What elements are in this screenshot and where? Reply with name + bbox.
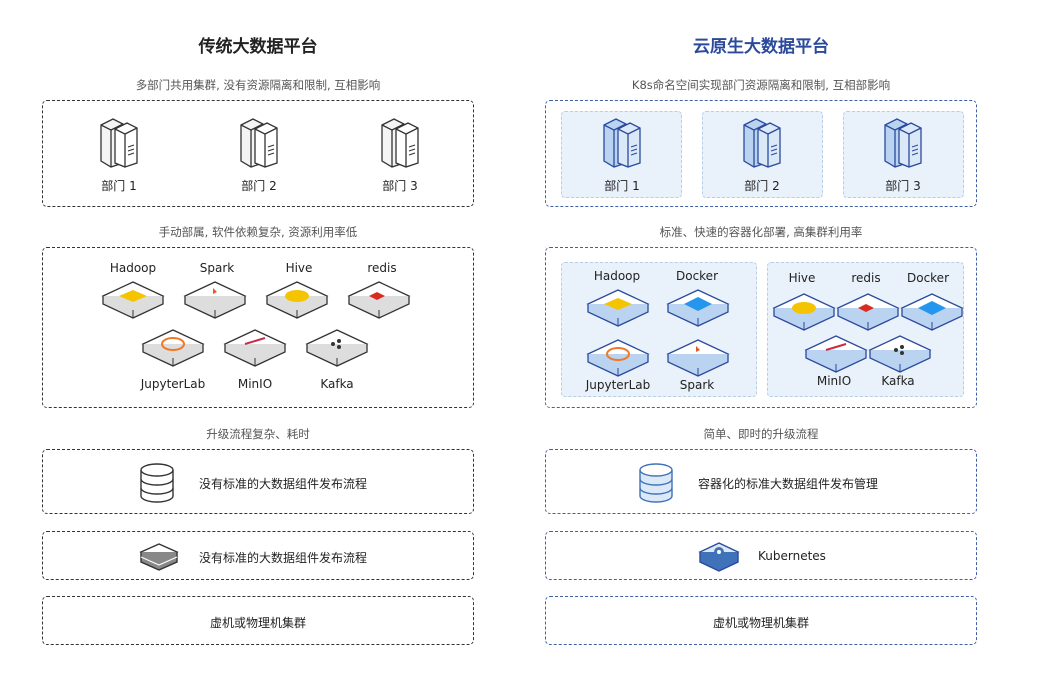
software-tile-icon bbox=[223, 329, 287, 367]
left-layer-cluster-text: 虚机或物理机集群 bbox=[209, 616, 306, 630]
database-icon bbox=[140, 463, 174, 503]
right-caption-deploy: 标准、快速的容器化部署, 高集群利用率 bbox=[659, 225, 863, 239]
right-layer-kubernetes: Kubernetes bbox=[545, 531, 977, 580]
left-caption-deploy: 手动部属, 软件依赖复杂, 资源利用率低 bbox=[158, 225, 358, 239]
right-department-2-label: 部门 2 bbox=[744, 179, 780, 193]
server-icon bbox=[381, 118, 419, 168]
left-layer-cluster: 虚机或物理机集群 bbox=[42, 596, 474, 645]
software-tile-icon bbox=[265, 281, 329, 319]
component-label-spark: Spark bbox=[199, 261, 235, 275]
right-department-1-label: 部门 1 bbox=[604, 179, 640, 193]
component-label-kafka: Kafka bbox=[881, 374, 915, 388]
server-icon bbox=[884, 118, 922, 168]
left-departments-box: 部门 1 部门 2 部门 3 bbox=[42, 100, 474, 207]
software-tile-icon bbox=[772, 293, 836, 331]
software-tile-icon bbox=[586, 289, 650, 327]
left-components-box: Hadoop Spark Hive redis bbox=[42, 247, 474, 408]
namespace-panel-a bbox=[561, 262, 757, 397]
software-tile-icon bbox=[305, 329, 369, 367]
software-tile-icon bbox=[900, 293, 964, 331]
right-layer-cluster-text: 虚机或物理机集群 bbox=[712, 616, 809, 630]
kubernetes-icon bbox=[698, 542, 740, 572]
software-tile-icon bbox=[183, 281, 247, 319]
software-tile-icon bbox=[868, 335, 932, 373]
component-label-hadoop: Hadoop bbox=[109, 261, 157, 275]
component-label-docker: Docker bbox=[675, 269, 719, 283]
left-department-3-label: 部门 3 bbox=[382, 179, 418, 193]
right-departments-box: 部门 1 部门 2 部门 3 bbox=[545, 100, 977, 207]
layers-icon bbox=[139, 543, 179, 571]
component-label-hive: Hive bbox=[285, 261, 313, 275]
software-tile-icon bbox=[101, 281, 165, 319]
software-tile-icon bbox=[586, 339, 650, 377]
component-label-spark: Spark bbox=[679, 378, 715, 392]
component-label-minio: MinIO bbox=[816, 374, 852, 388]
right-components-box: Hadoop Docker JupyterLab Spark Hive redi… bbox=[545, 247, 977, 408]
left-layer-release: 没有标准的大数据组件发布流程 bbox=[42, 449, 474, 514]
component-label-redis: redis bbox=[367, 261, 397, 275]
component-label-redis: redis bbox=[851, 271, 881, 285]
server-icon bbox=[100, 118, 138, 168]
left-department-2-label: 部门 2 bbox=[241, 179, 277, 193]
right-layer-cluster: 虚机或物理机集群 bbox=[545, 596, 977, 645]
software-tile-icon bbox=[836, 293, 900, 331]
software-tile-icon bbox=[347, 281, 411, 319]
server-icon bbox=[743, 118, 781, 168]
left-caption-isolation: 多部门共用集群, 没有资源隔离和限制, 互相影响 bbox=[135, 78, 381, 92]
right-caption-upgrade: 简单、即时的升级流程 bbox=[703, 427, 819, 441]
right-layer-release-text: 容器化的标准大数据组件发布管理 bbox=[698, 477, 879, 491]
software-tile-icon bbox=[666, 289, 730, 327]
left-department-1-label: 部门 1 bbox=[101, 179, 137, 193]
software-tile-icon bbox=[804, 335, 868, 373]
software-tile-icon bbox=[666, 339, 730, 377]
component-label-docker: Docker bbox=[906, 271, 950, 285]
component-label-kafka: Kafka bbox=[320, 377, 354, 391]
left-layer-stack: 没有标准的大数据组件发布流程 bbox=[42, 531, 474, 580]
right-department-3-label: 部门 3 bbox=[885, 179, 921, 193]
server-icon bbox=[603, 118, 641, 168]
left-layer-release-text: 没有标准的大数据组件发布流程 bbox=[199, 477, 368, 491]
right-layer-release: 容器化的标准大数据组件发布管理 bbox=[545, 449, 977, 514]
server-icon bbox=[240, 118, 278, 168]
database-icon bbox=[639, 463, 673, 503]
left-layer-stack-text: 没有标准的大数据组件发布流程 bbox=[199, 551, 368, 565]
right-caption-isolation: K8s命名空间实现部门资源隔离和限制, 互相部影响 bbox=[631, 78, 891, 92]
component-label-minio: MinIO bbox=[237, 377, 273, 391]
left-caption-upgrade: 升级流程复杂、耗时 bbox=[206, 427, 310, 441]
software-tile-icon bbox=[141, 329, 205, 367]
component-label-hive: Hive bbox=[788, 271, 816, 285]
component-label-hadoop: Hadoop bbox=[593, 269, 641, 283]
component-label-jupyterlab: JupyterLab bbox=[585, 378, 651, 392]
right-layer-kubernetes-text: Kubernetes bbox=[758, 549, 826, 563]
left-title: 传统大数据平台 bbox=[198, 37, 318, 57]
right-title: 云原生大数据平台 bbox=[693, 37, 829, 57]
component-label-jupyterlab: JupyterLab bbox=[140, 377, 206, 391]
